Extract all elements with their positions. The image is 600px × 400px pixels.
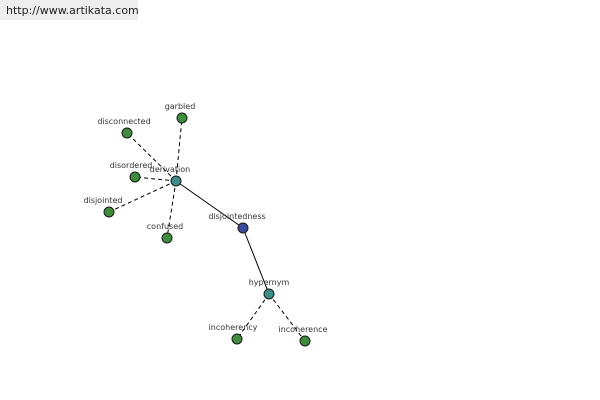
node-label-incoherency[interactable]: incoherency <box>209 323 258 332</box>
edge-derivation-disordered <box>134 176 177 182</box>
edge-derivation-disjointed <box>108 180 177 213</box>
node-label-disjointed[interactable]: disjointed <box>83 196 122 205</box>
edge-derivation-garbled <box>175 117 183 182</box>
edge-disjointedness-hypernym <box>242 227 270 295</box>
edge-hypernym-incoherency <box>236 293 270 340</box>
site-url[interactable]: http://www.artikata.com <box>6 4 139 17</box>
node-disconnected[interactable] <box>121 127 133 139</box>
edge-derivation-confused <box>166 180 177 239</box>
labels-layer: disjointedness derivation hypernym garbled d… <box>83 102 327 334</box>
node-garbled[interactable] <box>176 112 188 124</box>
node-incoherency[interactable] <box>231 333 243 345</box>
node-hypernym[interactable] <box>263 288 275 300</box>
edges-layer <box>108 117 306 342</box>
node-label-disordered[interactable]: disordered <box>110 161 153 170</box>
edge-disjointedness-derivation <box>175 180 244 229</box>
node-disordered[interactable] <box>129 171 141 183</box>
node-confused[interactable] <box>161 232 173 244</box>
node-label-confused[interactable]: confused <box>147 222 183 231</box>
node-disjointed[interactable] <box>103 206 115 218</box>
node-label-garbled[interactable]: garbled <box>165 102 196 111</box>
node-disjointedness[interactable] <box>237 222 249 234</box>
node-label-disjointedness[interactable]: disjointedness <box>208 212 265 221</box>
node-label-hypernym[interactable]: hypernym <box>249 278 290 287</box>
node-label-incoherence[interactable]: incoherence <box>278 325 327 334</box>
edge-derivation-disconnected <box>126 132 177 182</box>
node-incoherence[interactable] <box>299 335 311 347</box>
nodes-layer <box>103 112 311 347</box>
node-label-derivation[interactable]: derivation <box>150 165 190 174</box>
edge-hypernym-incoherence <box>268 293 306 342</box>
node-derivation[interactable] <box>170 175 182 187</box>
url-banner: http://www.artikata.com <box>0 0 139 20</box>
node-label-disconnected[interactable]: disconnected <box>97 117 150 126</box>
